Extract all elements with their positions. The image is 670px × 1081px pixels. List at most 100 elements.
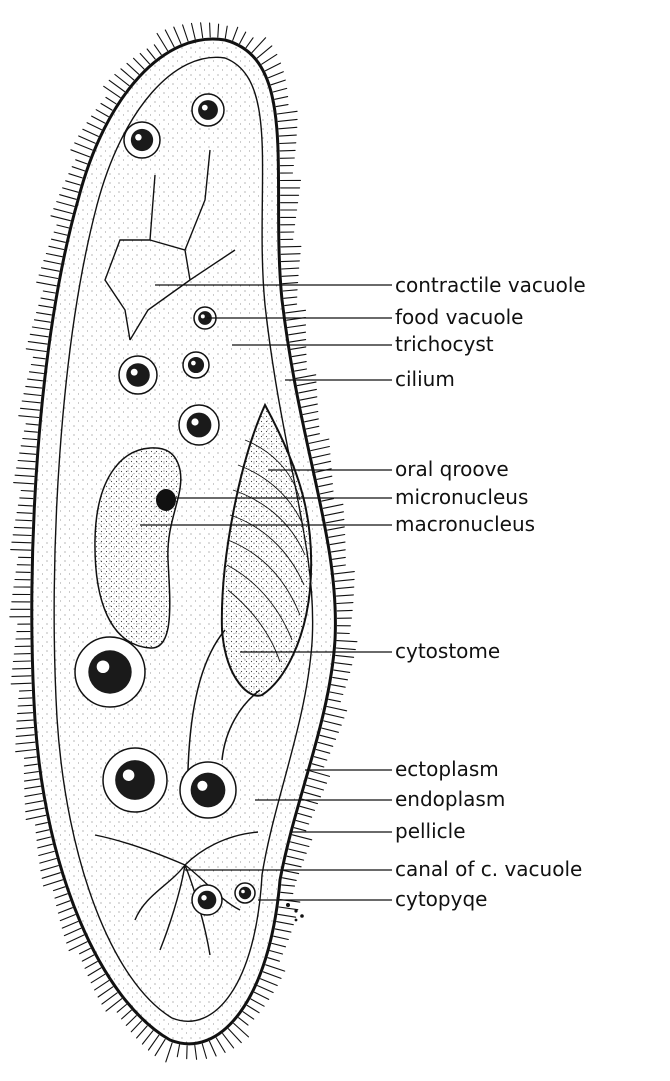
cilium-stroke [284,297,297,298]
cilium-stroke [17,513,32,514]
cilium-stroke [24,431,37,432]
cilium-stroke [287,856,304,860]
cilium-stroke [24,772,38,774]
cilium-stroke [11,550,31,551]
cilium-stroke [325,512,344,516]
cilium-stroke [52,239,66,242]
cilium-stroke [16,750,36,752]
cilium-stroke [291,842,309,847]
cilium-stroke [21,491,33,492]
cilium-stroke [265,63,280,71]
food-vacuole-highlight [201,314,205,318]
cilium-stroke [296,821,309,825]
cilium-stroke [278,119,297,121]
cilium-stroke [304,792,320,797]
cilium-stroke [57,202,74,207]
cilium-stroke [285,304,297,306]
cilium-stroke [271,80,285,85]
cilium-stroke [275,97,288,100]
cilium-stroke [234,1023,249,1037]
cilium-stroke [16,742,35,744]
cilium-stroke [21,408,40,410]
food-vacuole-highlight [191,418,198,425]
cilium-stroke [320,735,335,739]
cilium-stroke [330,542,345,545]
cilium-stroke [283,878,297,881]
cilium-stroke [210,1041,217,1056]
cilium-stroke [290,340,306,343]
food-vacuole-highlight [201,895,206,900]
cilium-stroke [183,25,188,41]
cilium-stroke [39,275,58,279]
cilium-stroke [334,565,346,567]
cilium-stroke [312,764,324,767]
cilium-stroke [300,806,314,810]
label-macronucleus: macronucleus [395,512,535,536]
cilium-stroke [328,527,345,530]
cilium-stroke [80,948,91,953]
label-food-vacuole: food vacuole [395,305,523,329]
cilium-stroke [44,261,61,264]
cilium-stroke [58,908,72,913]
cilium-stroke [131,1021,141,1032]
cilium-stroke [55,894,67,898]
cilium-stroke [294,828,306,831]
cilium-stroke [192,23,196,39]
cilium-stroke [72,167,84,171]
cilium-stroke [142,1031,153,1044]
cilium-stroke [76,160,87,164]
cilium-stroke [309,439,329,443]
cilium-stroke [280,150,295,151]
cilium-stroke [60,915,75,921]
cilium-stroke [329,535,345,538]
cilium-stroke [20,498,33,499]
cilium-stroke [275,929,291,932]
cilium-stroke [262,54,277,64]
cilium-stroke [335,579,354,581]
labels: contractile vacuole food vacuole trichoc… [395,273,586,911]
cilium-stroke [64,928,81,935]
cilium-stroke [32,327,49,330]
cilium-stroke [102,993,117,1004]
cilium-stroke [57,901,70,906]
cilium-stroke [223,1034,234,1048]
label-canal: canal of c. vacuole [395,857,582,881]
cilium-stroke [276,105,288,107]
cilium-stroke [324,721,342,725]
cilium-stroke [268,958,280,962]
cilium-stroke [26,815,46,819]
cilium-stroke [98,987,113,997]
cilium-stroke [40,859,56,864]
cilium-stroke [127,63,139,74]
cilium-stroke [252,38,266,53]
cilium-stroke [19,416,39,418]
cilium-stroke [330,692,343,695]
label-trichocyst: trichocyst [395,332,494,356]
cilium-stroke [331,550,345,552]
cilium-stroke [282,268,299,269]
food-vacuole-highlight [97,660,110,673]
cilium-stroke [15,475,34,476]
cilium-stroke [251,999,264,1006]
cilium-stroke [335,663,352,665]
cilium-stroke [202,1044,206,1058]
cilium-stroke [257,46,272,58]
cilium-stroke [281,261,299,262]
cilium-stroke [60,195,76,200]
cilium-stroke [288,325,306,328]
cilium-stroke [17,720,33,721]
cilium-stroke [282,275,298,276]
cilium-stroke [292,835,311,840]
cilium-stroke [311,447,330,451]
cilium-stroke [177,1045,179,1057]
cilium-stroke [336,648,355,650]
cilium-stroke [12,676,31,677]
cilium-stroke [166,1043,172,1062]
label-ectoplasm: ectoplasm [395,757,499,781]
cilium-stroke [280,143,296,144]
cilium-stroke [19,698,32,699]
cilium-stroke [30,372,44,374]
cilium-stroke [106,97,116,103]
cilium-stroke [247,1005,259,1012]
cilium-stroke [295,369,307,371]
